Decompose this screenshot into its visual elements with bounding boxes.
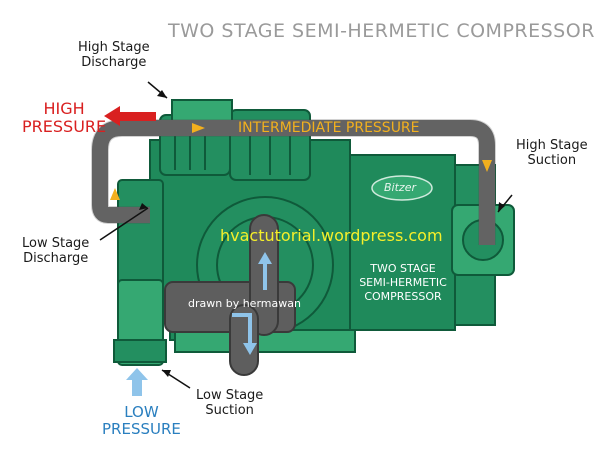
- intermediate-pressure-pipe: [92, 120, 495, 245]
- diagram-title: TWO STAGE SEMI-HERMETIC COMPRESSOR: [168, 20, 595, 42]
- high-stage-discharge-valve: [171, 99, 233, 123]
- intermediate-flow-arrows: [110, 123, 492, 200]
- low-pressure-arrow: [126, 368, 148, 396]
- watermark-url: hvactutorial.wordpress.com: [220, 226, 443, 245]
- high-pressure-arrow: [104, 106, 156, 126]
- label-intermediate-pressure: INTERMEDIATE PRESSURE: [238, 120, 420, 136]
- label-high-stage-discharge: High Stage Discharge: [78, 40, 150, 70]
- brand-logo-text: Bitzer: [384, 181, 416, 194]
- low-stage-suction-flange: [113, 339, 167, 363]
- motor-panel-text: TWO STAGE SEMI-HERMETIC COMPRESSOR: [359, 262, 447, 303]
- label-high-pressure: HIGH PRESSURE: [22, 99, 107, 136]
- low-stage-flow-arrows: [232, 262, 267, 345]
- brand-badge: [371, 175, 433, 201]
- label-low-stage-suction: Low Stage Suction: [196, 388, 264, 418]
- label-low-stage-discharge: Low Stage Discharge: [22, 236, 90, 266]
- label-low-pressure: LOW PRESSURE: [102, 403, 181, 438]
- drawn-by-credit: drawn by hermawan: [188, 297, 301, 310]
- low-stage-discharge-housing: [117, 179, 164, 291]
- label-high-stage-suction: High Stage Suction: [516, 138, 588, 168]
